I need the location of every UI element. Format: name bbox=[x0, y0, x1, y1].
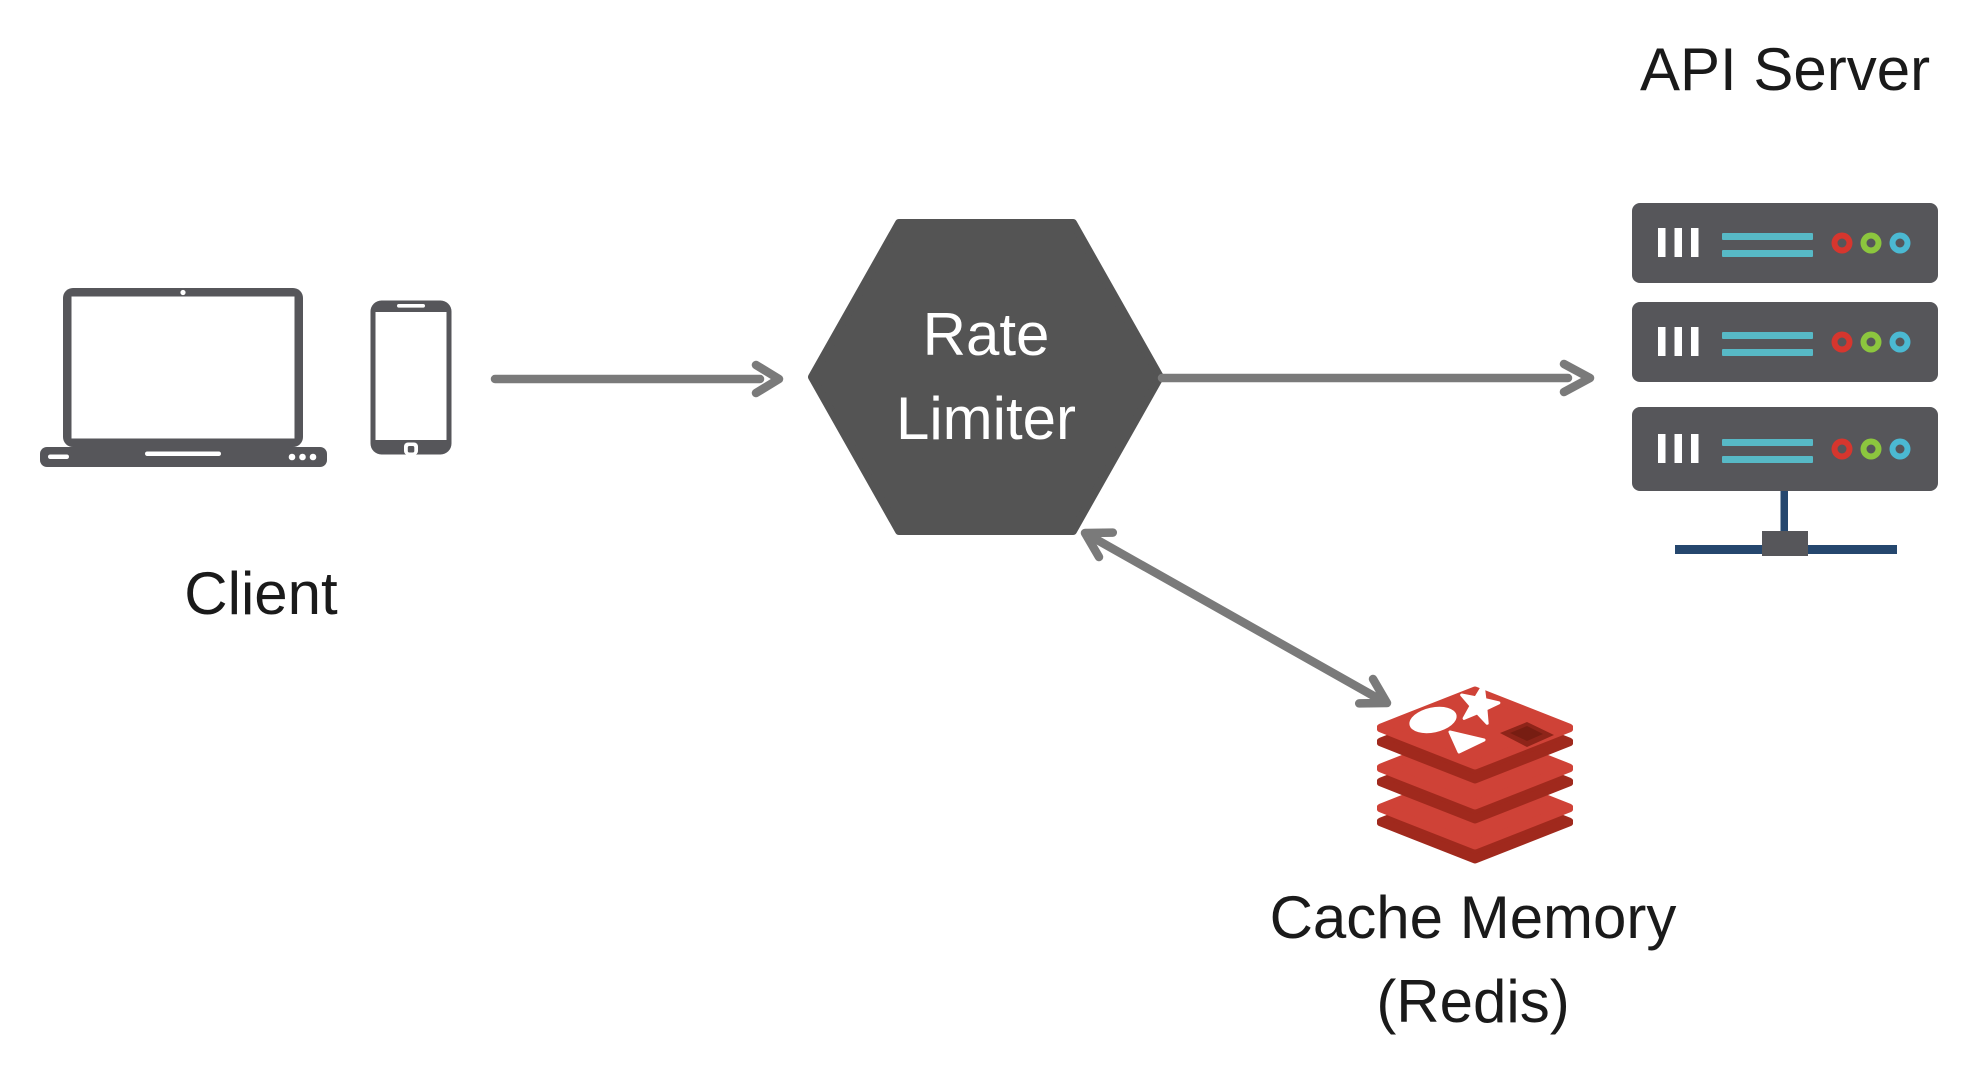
arrow-rate-limiter-to-api-server bbox=[1157, 359, 1595, 397]
network-connector bbox=[1675, 488, 1897, 556]
rate-limiter-label: Rate Limiter bbox=[895, 301, 1077, 452]
laptop-base bbox=[40, 447, 327, 467]
arrowhead-icon bbox=[751, 360, 784, 398]
laptop-screen bbox=[71, 296, 295, 439]
arrowhead-icon bbox=[1080, 528, 1118, 562]
client-label: Client bbox=[184, 560, 338, 627]
cache-memory-label: Cache Memory (Redis) bbox=[1269, 884, 1677, 1035]
redis-star-shape bbox=[1460, 684, 1501, 725]
arrow-client-to-rate-limiter bbox=[490, 360, 784, 398]
laptop-webcam-dot bbox=[180, 289, 186, 296]
server-rack-1 bbox=[1632, 203, 1938, 283]
smartphone-icon bbox=[370, 300, 452, 455]
redis-database-icon bbox=[1377, 684, 1573, 864]
phone-screen bbox=[375, 312, 447, 440]
redis-circle-shape bbox=[1409, 706, 1457, 734]
redis-triangle-shape bbox=[1448, 730, 1486, 754]
arrowhead-icon bbox=[1354, 674, 1392, 708]
laptop-icon bbox=[40, 288, 327, 467]
phone-speaker bbox=[397, 304, 425, 308]
arrow-rate-limiter-cache-bidirectional bbox=[1080, 528, 1392, 708]
server-rack-3 bbox=[1632, 407, 1938, 491]
server-rack-2 bbox=[1632, 302, 1938, 382]
api-server-label: API Server bbox=[1639, 36, 1931, 103]
arrowhead-icon bbox=[1559, 359, 1595, 397]
server-rack-icon bbox=[1632, 203, 1938, 556]
